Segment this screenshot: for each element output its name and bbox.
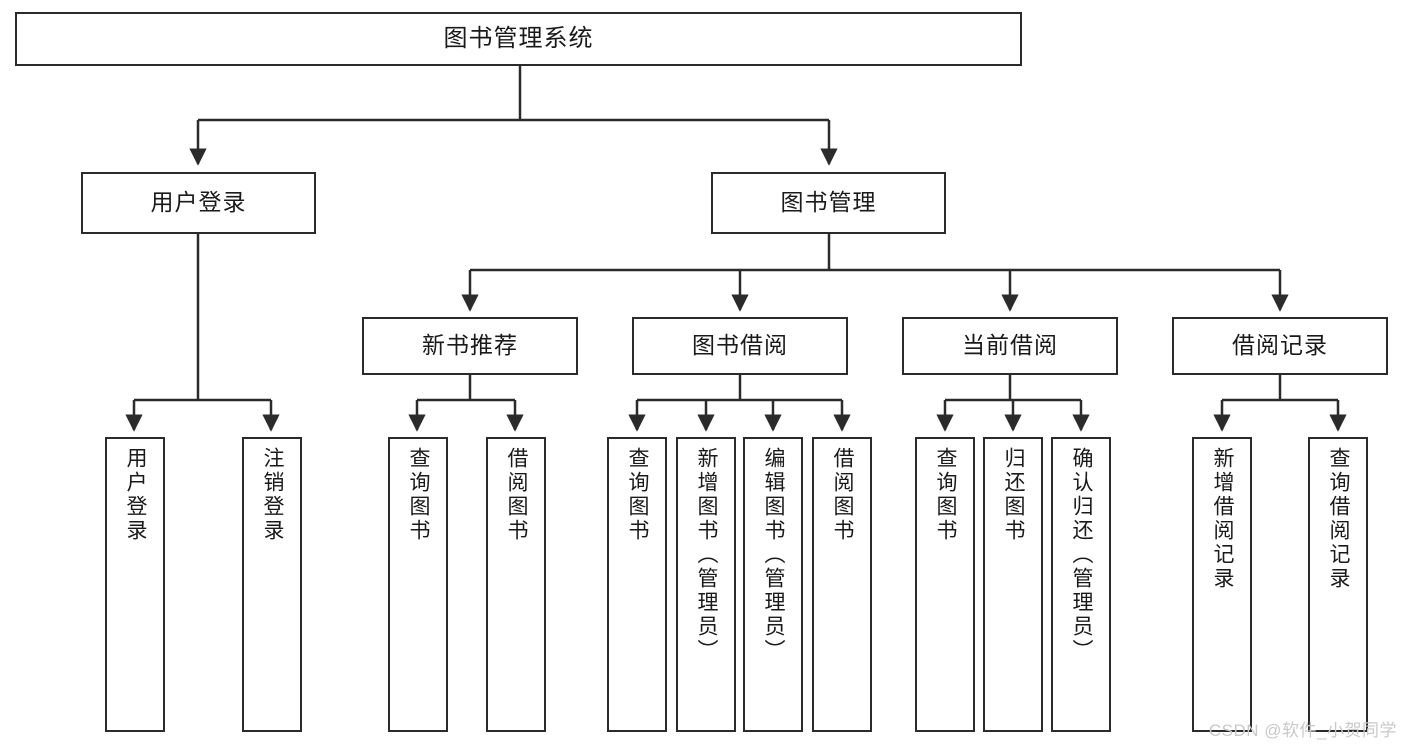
- node-label: 查询图书: [407, 447, 431, 543]
- node-new-book-recommend[interactable]: 新书推荐: [362, 317, 578, 375]
- node-borrow-record[interactable]: 借阅记录: [1172, 317, 1388, 375]
- leaf-recommend-borrow-book[interactable]: 借阅图书: [486, 437, 546, 732]
- node-user-login[interactable]: 用户登录: [81, 172, 316, 234]
- node-label: 图书管理系统: [443, 24, 594, 52]
- node-label: 确认归还（管理员）: [1070, 447, 1094, 663]
- csdn-watermark: CSDN @软件_小贺同学: [1208, 721, 1397, 740]
- node-label: 注销登录: [261, 447, 285, 543]
- node-label: 用户登录: [150, 189, 247, 216]
- node-label: 新增图书（管理员）: [695, 447, 719, 663]
- node-label: 新增借阅记录: [1211, 447, 1235, 591]
- node-label: 图书管理: [780, 189, 877, 216]
- leaf-borrow-query-book[interactable]: 查询图书: [607, 437, 667, 732]
- node-current-borrow[interactable]: 当前借阅: [902, 317, 1118, 375]
- node-label: 用户登录: [124, 447, 148, 543]
- leaf-record-add-record[interactable]: 新增借阅记录: [1192, 437, 1252, 732]
- leaf-current-confirm-return-admin[interactable]: 确认归还（管理员）: [1051, 437, 1111, 732]
- node-label: 图书借阅: [692, 332, 788, 359]
- leaf-borrow-add-book-admin[interactable]: 新增图书（管理员）: [676, 437, 736, 732]
- leaf-record-query-record[interactable]: 查询借阅记录: [1308, 437, 1368, 732]
- node-label: 归还图书: [1002, 447, 1026, 543]
- node-label: 查询图书: [934, 447, 958, 543]
- leaf-borrow-edit-book-admin[interactable]: 编辑图书（管理员）: [743, 437, 803, 732]
- node-label: 当前借阅: [962, 332, 1058, 359]
- node-label: 编辑图书（管理员）: [762, 447, 786, 663]
- leaf-recommend-query-book[interactable]: 查询图书: [388, 437, 448, 732]
- leaf-current-query-book[interactable]: 查询图书: [915, 437, 975, 732]
- node-label: 查询图书: [626, 447, 650, 543]
- node-book-management[interactable]: 图书管理: [711, 172, 946, 234]
- node-label: 借阅图书: [505, 447, 529, 543]
- leaf-current-return-book[interactable]: 归还图书: [983, 437, 1043, 732]
- node-label: 新书推荐: [422, 332, 518, 359]
- node-label: 查询借阅记录: [1327, 447, 1351, 591]
- node-book-borrow[interactable]: 图书借阅: [632, 317, 848, 375]
- node-label: 借阅图书: [831, 447, 855, 543]
- leaf-borrow-borrow-book[interactable]: 借阅图书: [812, 437, 872, 732]
- leaf-user-login-login[interactable]: 用户登录: [105, 437, 165, 732]
- node-label: 借阅记录: [1232, 332, 1328, 359]
- node-root-book-management-system[interactable]: 图书管理系统: [15, 12, 1022, 66]
- leaf-user-login-logout[interactable]: 注销登录: [242, 437, 302, 732]
